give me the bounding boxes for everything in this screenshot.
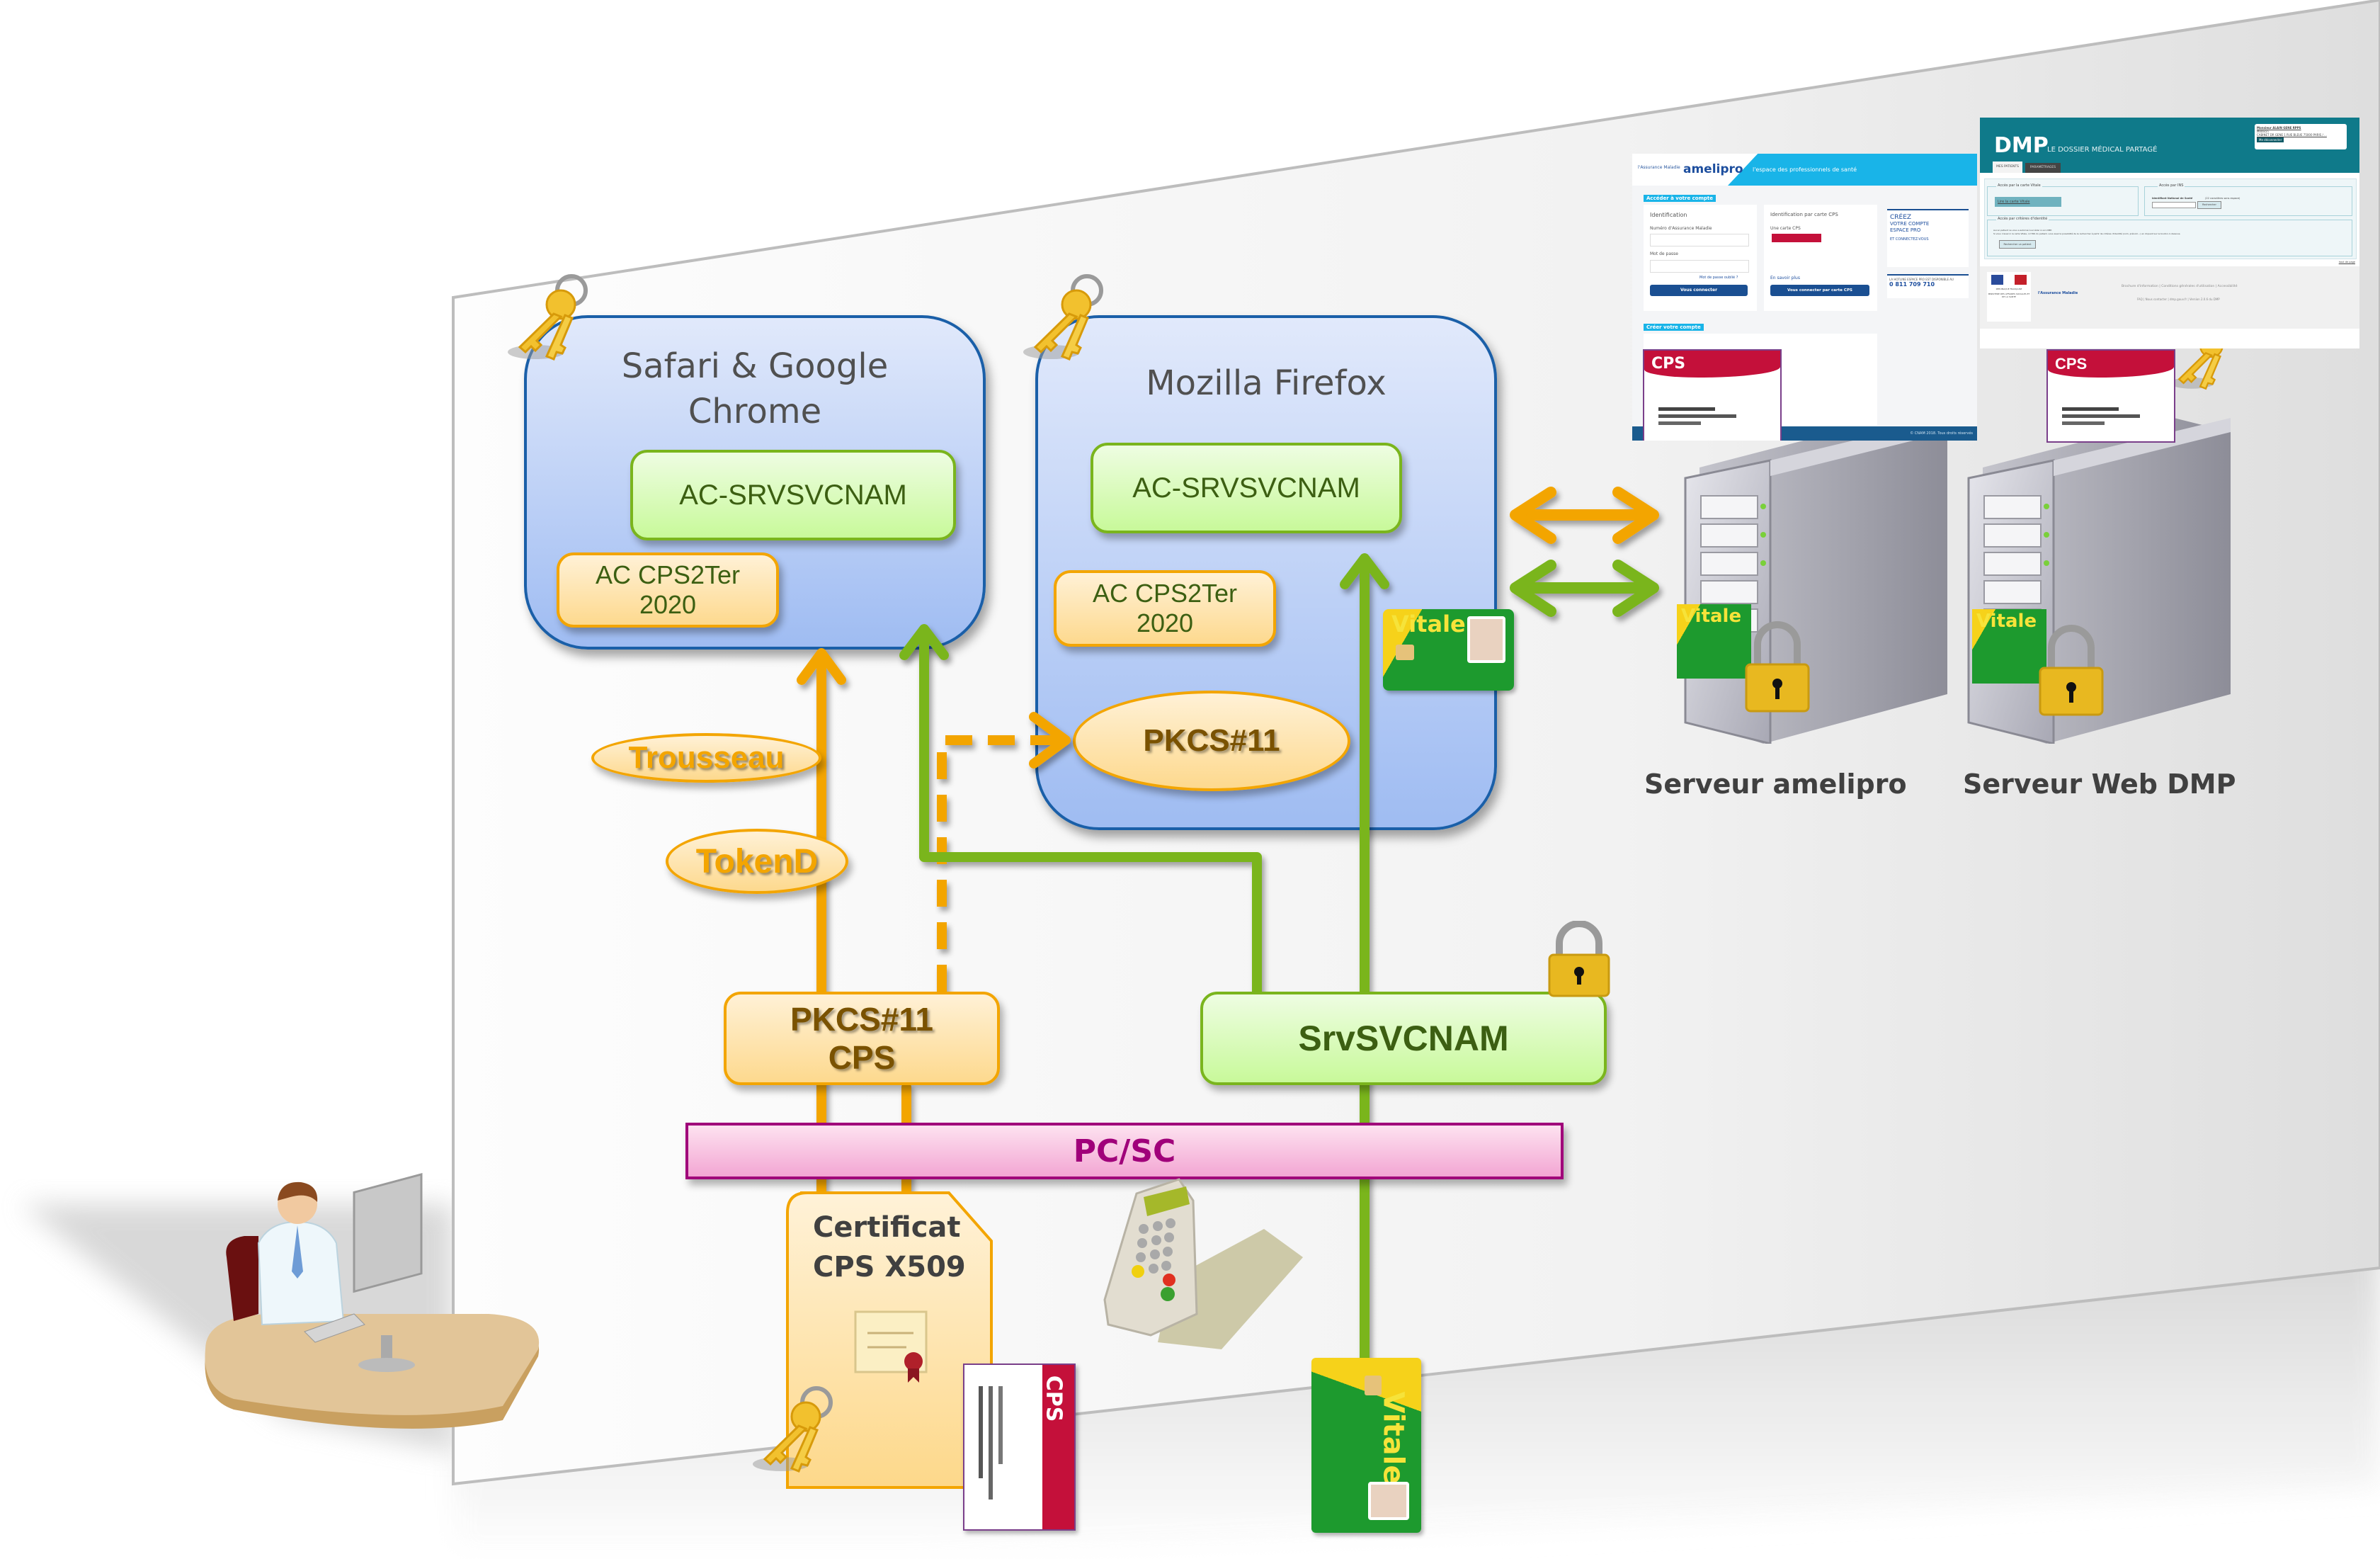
amelipro-section-create: Créer votre compte bbox=[1644, 324, 1704, 331]
srvsvcnam-service: SrvSVCNAM bbox=[1200, 992, 1607, 1085]
republique-logo: RÉPUBLIQUE FRANÇAISE MINISTÈRE DES AFFAI… bbox=[1987, 272, 2031, 322]
keys-icon-certificate bbox=[749, 1378, 848, 1477]
amelipro-webpage: l'Assurance Maladie amelipro l'espace de… bbox=[1632, 154, 1977, 441]
server-amelipro-label: Serveur amelipro bbox=[1644, 769, 1907, 800]
ca-srvsvcnam-firefox: AC-SRVSVCNAM bbox=[1091, 443, 1402, 533]
dmp-user-panel: Monsieur ALAIN GENE RPPS Médecin CABINET… bbox=[2255, 124, 2347, 149]
certificate-label: Certificat CPS X509 bbox=[813, 1211, 966, 1283]
browser-firefox-title: Mozilla Firefox bbox=[1146, 363, 1387, 403]
amelipro-learn-more-link[interactable]: En savoir plus bbox=[1770, 276, 1800, 280]
dmp-read-vitale-button[interactable]: Lire la carte Vitale bbox=[1995, 197, 2061, 207]
server-dmp-label: Serveur Web DMP bbox=[1963, 769, 2236, 800]
cps-card-bottom: CPS bbox=[963, 1364, 1076, 1531]
vitale-card-server-amelipro: Vitale bbox=[1677, 604, 1751, 679]
tokend-node: TokenD bbox=[666, 829, 848, 894]
certificate-document bbox=[786, 1191, 993, 1489]
dmp-footer-links: Brochure d'information | Conditions géné… bbox=[2122, 285, 2238, 288]
amelipro-connect-button[interactable]: Vous connecter bbox=[1650, 285, 1748, 296]
amelipro-logo: amelipro bbox=[1683, 162, 1743, 176]
dmp-vitale-section: Accès par la carte Vitale Lire la carte … bbox=[1987, 183, 2139, 216]
card-reader-icon bbox=[1103, 1178, 1303, 1349]
dmp-logo: DMP bbox=[1994, 133, 2049, 158]
keys-icon-safari bbox=[504, 266, 603, 365]
padlock-icon bbox=[2039, 625, 2104, 716]
cps-card-dmp: CPS bbox=[2046, 349, 2175, 443]
amelipro-cps-thumbnail bbox=[1772, 234, 1821, 242]
chip-icon bbox=[1396, 645, 1414, 660]
pkcs11-firefox-module: PKCS#11 bbox=[1073, 691, 1350, 791]
amelipro-assurance-logo: l'Assurance Maladie bbox=[1638, 165, 1680, 170]
padlock-icon bbox=[1548, 921, 1610, 997]
vitale-photo bbox=[1368, 1482, 1409, 1520]
dmp-top-link[interactable]: haut de page bbox=[2338, 261, 2355, 263]
amelipro-hotline: LA HOTLINE ESPACE PRO EST DISPONIBLE AU … bbox=[1887, 274, 1969, 298]
keys-icon-firefox bbox=[1020, 266, 1119, 365]
dmp-search-button[interactable]: Rechercher bbox=[2197, 201, 2221, 209]
amelipro-password-input[interactable] bbox=[1650, 260, 1749, 273]
amelipro-cps-connect-button[interactable]: Vous connecter par carte CPS bbox=[1770, 285, 1869, 296]
vitale-photo bbox=[1467, 616, 1505, 663]
dmp-ins-input[interactable] bbox=[2152, 202, 2196, 208]
amelipro-forgot-link[interactable]: Mot de passe oublié ? bbox=[1699, 276, 1738, 280]
amelipro-section-access: Accéder à votre compte bbox=[1644, 195, 1716, 202]
amelipro-tagline: l'espace des professionnels de santé bbox=[1753, 166, 1857, 173]
dmp-webpage: DMP LE DOSSIER MÉDICAL PARTAGÉ Monsieur … bbox=[1980, 118, 2359, 348]
dmp-identity-section: Accès par critères d'identité Aucun pati… bbox=[1987, 217, 2352, 256]
dmp-subtitle: LE DOSSIER MÉDICAL PARTAGÉ bbox=[2047, 146, 2158, 154]
dmp-footer-links-2: FAQ | Nous contacter | dmp.gouv.fr | Ver… bbox=[2137, 297, 2220, 301]
amelipro-number-input[interactable] bbox=[1650, 234, 1749, 246]
dmp-ins-section: Accès par INS Identifiant National de Sa… bbox=[2144, 183, 2352, 216]
cps-card-amelipro: CPS bbox=[1643, 349, 1782, 441]
dmp-tab-patients[interactable]: MES PATIENTS bbox=[1993, 161, 2022, 173]
dmp-tab-settings[interactable]: PARAMÉTRAGES bbox=[2025, 163, 2061, 173]
chip-icon bbox=[1365, 1376, 1382, 1395]
vitale-card-firefox: Vitale bbox=[1383, 609, 1514, 691]
vitale-card-bottom: Vitale bbox=[1311, 1358, 1421, 1533]
amelipro-promo[interactable]: CRÉEZ VOTRE COMPTE ESPACE PRO ET CONNECT… bbox=[1887, 209, 1969, 267]
dmp-search-patient-button[interactable]: Rechercher un patient bbox=[1999, 240, 2036, 249]
ca-srvsvcnam-safari: AC-SRVSVCNAM bbox=[630, 450, 956, 540]
pcsc-layer: PC/SC bbox=[685, 1123, 1564, 1179]
vitale-card-server-dmp: Vitale bbox=[1972, 609, 2046, 684]
dmp-logout-button[interactable]: Me déconnecter bbox=[2257, 137, 2284, 142]
doctor-at-computer-icon bbox=[205, 1173, 540, 1429]
browser-safari-chrome-title: Safari & Google Chrome bbox=[621, 346, 889, 431]
assurance-maladie-logo: l'Assurance Maladie bbox=[2038, 291, 2078, 295]
padlock-icon bbox=[1745, 621, 1810, 713]
trousseau-keychain: Trousseau bbox=[591, 733, 821, 783]
